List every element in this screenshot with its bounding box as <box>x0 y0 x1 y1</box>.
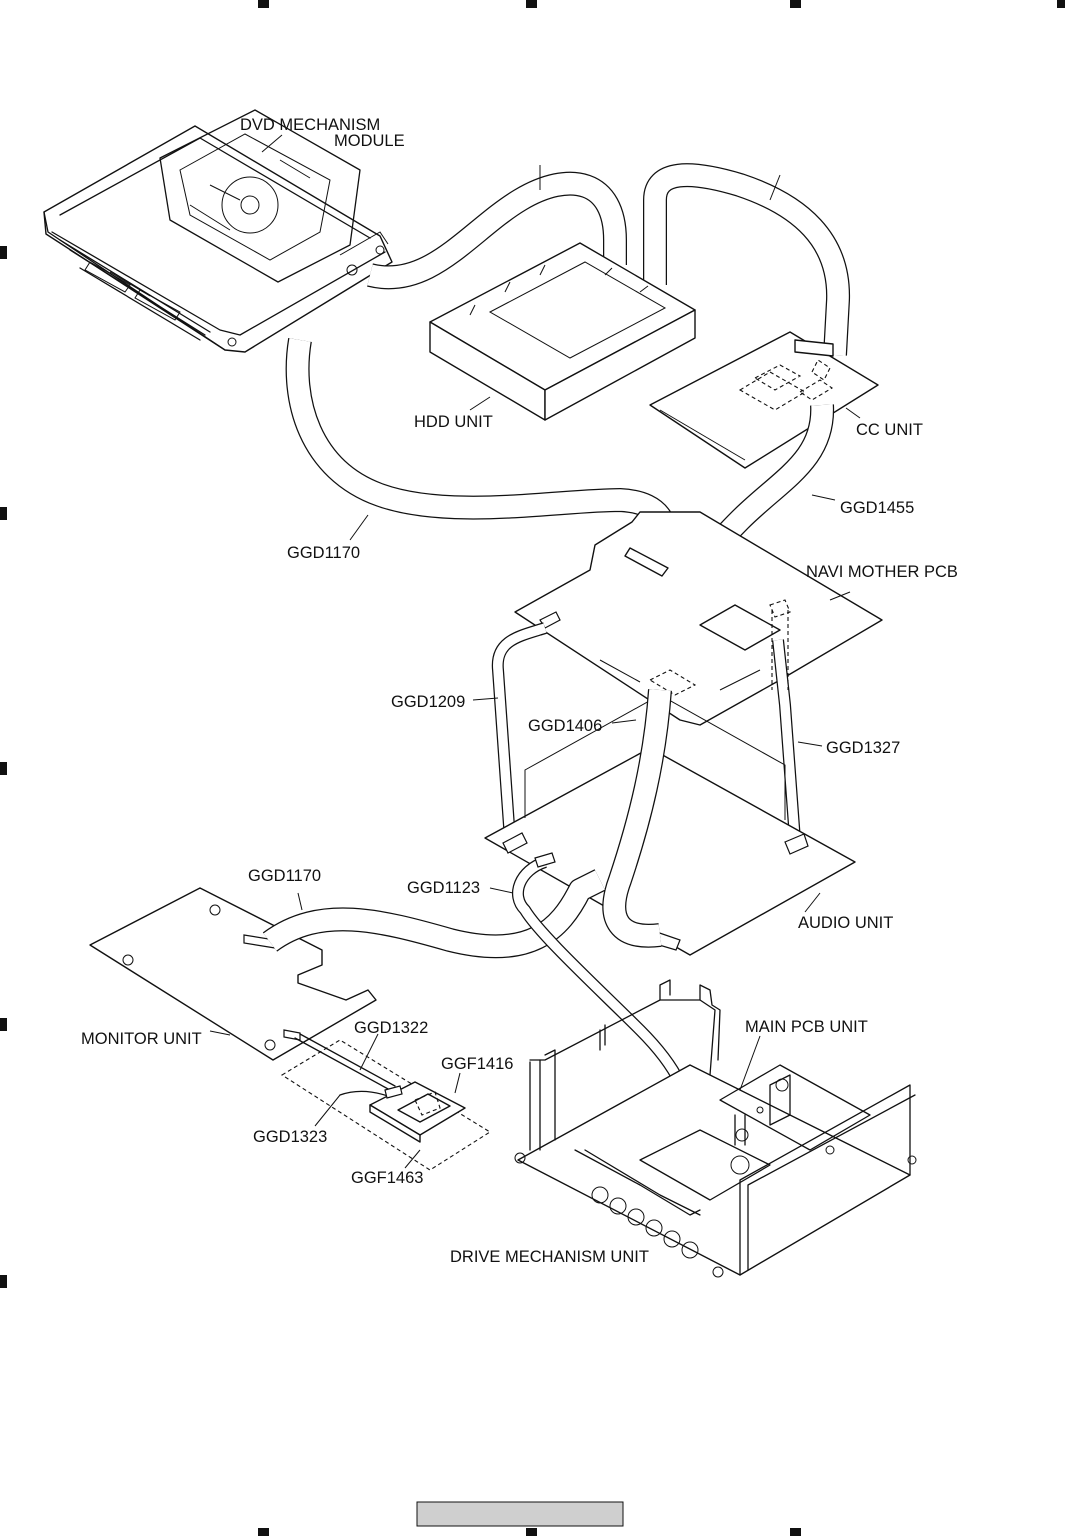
label-drive-mechanism-unit: DRIVE MECHANISM UNIT <box>450 1248 649 1266</box>
text-labels: DVD MECHANISM MODULE HDD UNIT CC UNIT GG… <box>81 116 958 1266</box>
leader-lines <box>209 134 861 1169</box>
label-ggf1416: GGF1416 <box>441 1055 513 1073</box>
label-ggd1170-bottom: GGD1170 <box>248 867 321 885</box>
cable-ggd1406 <box>602 689 672 948</box>
label-audio-unit: AUDIO UNIT <box>798 914 893 932</box>
drive-mechanism-unit <box>514 979 917 1278</box>
label-dvd-mechanism-2: MODULE <box>334 132 405 150</box>
label-navi-mother-pcb: NAVI MOTHER PCB <box>806 563 958 581</box>
label-ggd1323: GGD1323 <box>253 1128 327 1146</box>
navi-mother-pcb <box>514 511 883 726</box>
page-number-box <box>416 1501 624 1527</box>
front-board-group <box>280 1033 492 1171</box>
label-ggd1123: GGD1123 <box>407 879 480 897</box>
label-ggf1463: GGF1463 <box>351 1169 423 1187</box>
cc-unit <box>649 331 879 469</box>
label-main-pcb-unit: MAIN PCB UNIT <box>745 1018 868 1036</box>
label-cc-unit: CC UNIT <box>856 421 923 439</box>
cable-ggd1170-top <box>285 338 678 561</box>
label-ggd1406: GGD1406 <box>528 717 602 735</box>
cable-ggd1209 <box>491 622 547 841</box>
dvd-mechanism-module <box>43 109 393 353</box>
label-ggd1322: GGD1322 <box>354 1019 428 1037</box>
cable-ggd1327 <box>771 610 801 841</box>
label-ggd1209: GGD1209 <box>391 693 465 711</box>
label-dvd-mechanism-1: DVD MECHANISM <box>240 116 380 134</box>
cable-dvd-to-hdd <box>367 171 627 290</box>
label-monitor-unit: MONITOR UNIT <box>81 1030 202 1048</box>
label-ggd1327: GGD1327 <box>826 739 900 757</box>
label-ggd1170-top: GGD1170 <box>287 544 360 562</box>
label-hdd-unit: HDD UNIT <box>414 413 493 431</box>
cable-ggd1170-bottom <box>262 869 606 959</box>
label-ggd1455: GGD1455 <box>840 499 914 517</box>
hdd-unit <box>429 242 696 421</box>
cable-hdd-to-cc <box>643 163 851 356</box>
